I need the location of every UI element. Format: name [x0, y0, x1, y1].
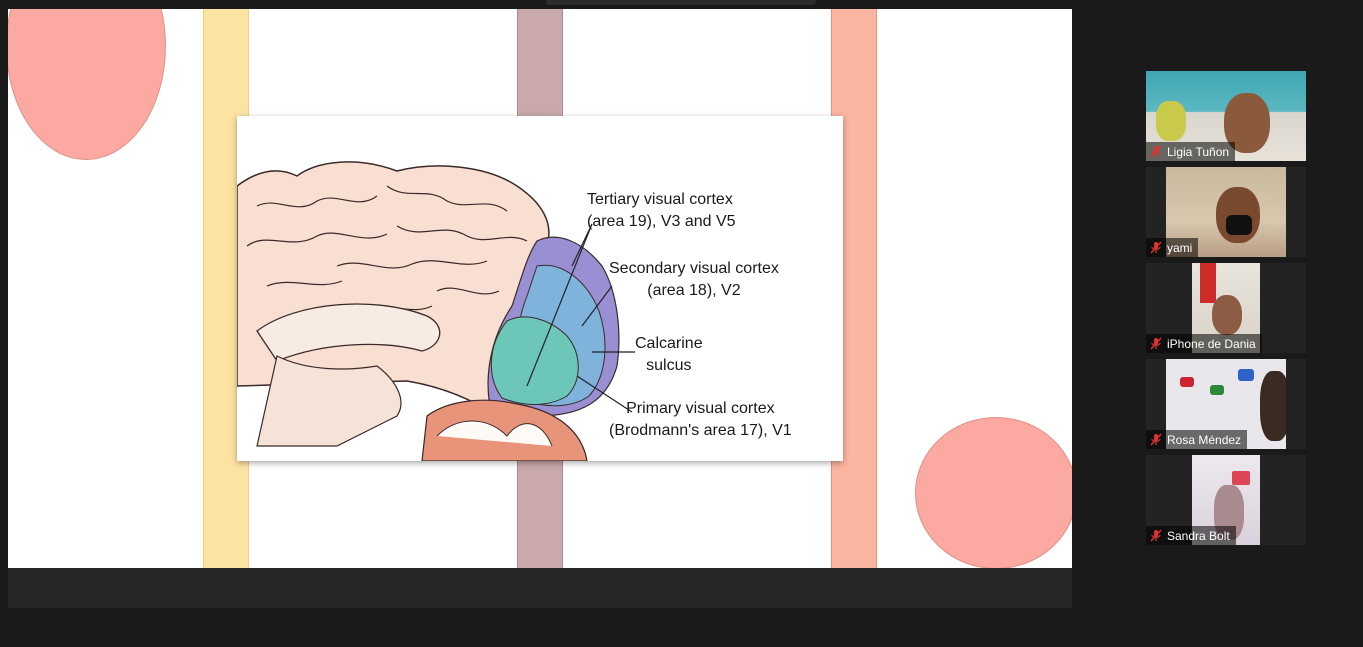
share-top-tab[interactable]: [546, 0, 816, 5]
background-curtain: [1200, 263, 1216, 303]
brain-illustration: [237, 161, 635, 461]
label-line: (Brodmann's area 17), V1: [609, 422, 792, 439]
participant-name: Ligia Tuñon: [1167, 144, 1230, 159]
participant-name: iPhone de Dania: [1167, 336, 1256, 351]
wall-decal: [1180, 377, 1194, 387]
shared-screen: Tertiary visual cortex (area 19), V3 and…: [8, 9, 1072, 568]
label-line: Secondary visual cortex: [609, 260, 779, 277]
participant-silhouette: [1260, 371, 1286, 441]
label-line: Primary visual cortex: [626, 400, 775, 417]
label-line: sulcus: [646, 357, 692, 374]
cerebellum: [421, 399, 588, 461]
participant-namebar: yami: [1146, 238, 1199, 257]
label-calcarine-sulcus: Calcarine sulcus: [635, 333, 703, 377]
label-secondary-visual-cortex: Secondary visual cortex (area 18), V2: [609, 258, 779, 302]
brainstem: [256, 355, 402, 447]
label-line: (area 18), V2: [647, 282, 741, 299]
participant-tile[interactable]: Ligia Tuñon: [1146, 71, 1306, 161]
participant-tile[interactable]: yami: [1146, 167, 1306, 257]
slide-blob-top-left: [8, 9, 166, 160]
background-object: [1232, 471, 1250, 485]
primary-area: [490, 316, 579, 405]
slide-blob-bottom-right: [915, 417, 1072, 568]
participant-namebar: Rosa Méndez: [1146, 430, 1248, 449]
mic-muted-icon: [1150, 337, 1162, 350]
participant-namebar: iPhone de Dania: [1146, 334, 1262, 353]
background-object: [1156, 101, 1186, 141]
mic-muted-icon: [1150, 145, 1162, 158]
face-mask: [1226, 215, 1252, 235]
wall-decal: [1238, 369, 1254, 381]
share-bottom-bar: [8, 568, 1072, 608]
mic-muted-icon: [1150, 529, 1162, 542]
pointer-lines: [526, 223, 635, 413]
participant-tile[interactable]: Rosa Méndez: [1146, 359, 1306, 449]
participant-namebar: Ligia Tuñon: [1146, 142, 1236, 161]
label-line: Calcarine: [635, 335, 703, 352]
corpus-callosum: [256, 303, 441, 362]
cerebellum-arbor: [436, 420, 553, 447]
mic-muted-icon: [1150, 241, 1162, 254]
wall-decal: [1210, 385, 1224, 395]
participant-name: Rosa Méndez: [1167, 432, 1242, 447]
participant-tile[interactable]: iPhone de Dania: [1146, 263, 1306, 353]
brain-figure: Tertiary visual cortex (area 19), V3 and…: [237, 116, 843, 461]
participant-silhouette: [1212, 295, 1242, 335]
label-primary-visual-cortex: Primary visual cortex (Brodmann's area 1…: [609, 398, 792, 442]
participant-name: yami: [1167, 240, 1193, 255]
mic-muted-icon: [1150, 433, 1162, 446]
participant-name: Sandra Bolt: [1167, 528, 1230, 543]
participant-namebar: Sandra Bolt: [1146, 526, 1236, 545]
label-line: (area 19), V3 and V5: [587, 213, 736, 230]
label-tertiary-visual-cortex: Tertiary visual cortex (area 19), V3 and…: [587, 189, 736, 233]
participant-tile[interactable]: Sandra Bolt: [1146, 455, 1306, 545]
label-line: Tertiary visual cortex: [587, 191, 733, 208]
